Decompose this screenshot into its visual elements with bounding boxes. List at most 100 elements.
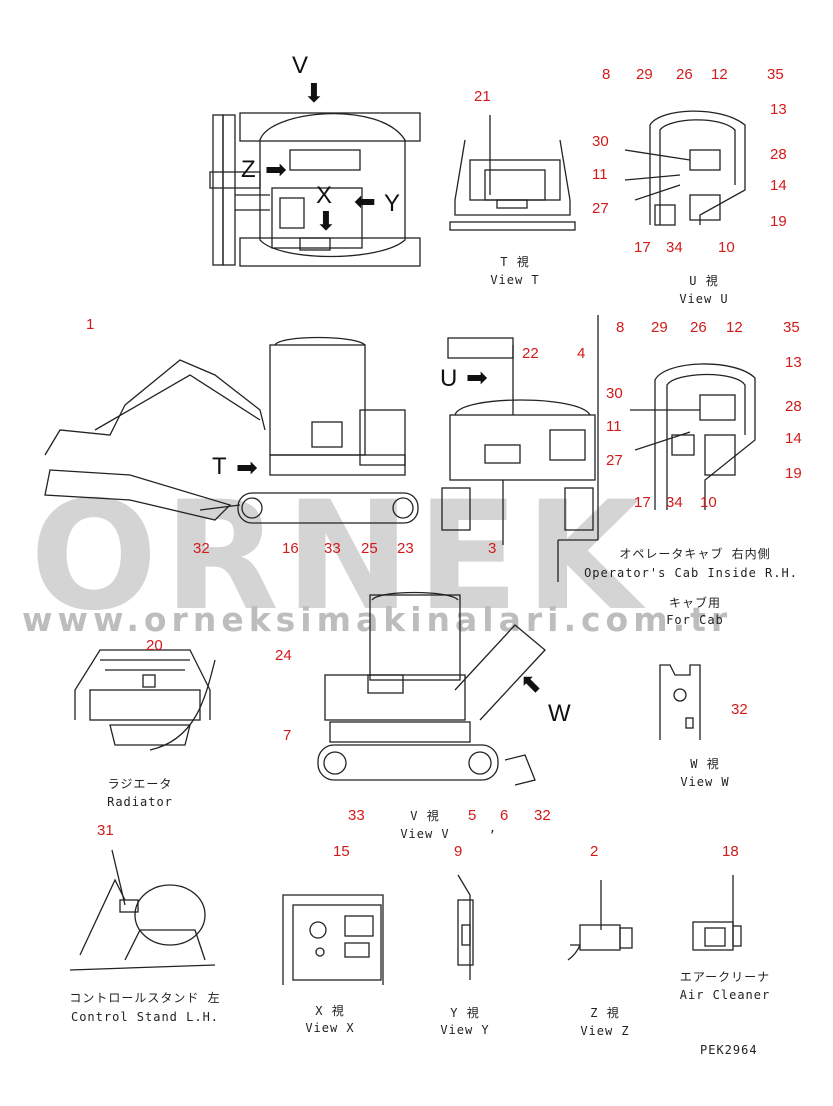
for-cab-caption-ja: キャブ用: [668, 596, 721, 610]
part-number: 2: [590, 843, 599, 860]
view-z-caption-ja: Z 視: [590, 1006, 620, 1020]
part-number: 10: [718, 239, 735, 256]
arrow-left-icon: ⬅: [354, 186, 376, 216]
view-letter-z: Z: [241, 156, 256, 183]
part-number: 31: [97, 822, 114, 839]
part-number: 8: [616, 319, 625, 336]
part-number: 21: [474, 88, 491, 105]
part-number: 32: [731, 701, 748, 718]
view-letter-v: V: [292, 52, 309, 79]
air-cleaner-drawing: [692, 875, 742, 951]
part-number: 32: [193, 540, 210, 557]
view-w-caption-ja: W 視: [690, 757, 720, 771]
part-number: 19: [785, 465, 802, 482]
part-number: 27: [606, 452, 623, 469]
view-y-drawing: [457, 874, 474, 980]
control-stand-drawing: [69, 849, 216, 971]
radiator-drawing: [74, 649, 216, 751]
view-letter-t: T: [212, 453, 227, 480]
part-number: 27: [592, 200, 609, 217]
arrow-right-icon: ➡: [466, 362, 488, 392]
part-number: 4: [577, 345, 586, 362]
view-letter-x: X: [316, 182, 333, 209]
view-t-caption-ja: T 視: [500, 255, 530, 269]
part-number: 28: [770, 146, 787, 163]
arrow-down-icon: ⬇: [303, 78, 325, 108]
part-number: 34: [666, 239, 683, 256]
part-number: 5: [468, 807, 477, 824]
part-number: 12: [726, 319, 743, 336]
view-letter-w: W: [548, 700, 571, 727]
part-number: 35: [767, 66, 784, 83]
arrow-right-icon: ➡: [236, 452, 258, 482]
part-number: 34: [666, 494, 683, 511]
arrow-right-icon: ➡: [265, 154, 287, 184]
view-x-caption-ja: X 視: [315, 1004, 345, 1018]
part-number: 11: [606, 418, 622, 435]
part-number: 20: [146, 637, 163, 654]
part-number: 28: [785, 398, 802, 415]
part-number: 33: [324, 540, 341, 557]
part-number: 11: [592, 166, 608, 183]
part-number: 8: [602, 66, 611, 83]
part-number: 17: [634, 494, 651, 511]
part-number: 1: [86, 316, 95, 333]
part-number: 29: [636, 66, 653, 83]
part-number: 30: [606, 385, 623, 402]
radiator-caption-en: Radiator: [107, 795, 173, 809]
part-number: 22: [522, 345, 539, 362]
view-v-caption-en: View V: [400, 827, 450, 841]
operator-cab-caption-ja: オペレータキャブ 右内側: [619, 547, 771, 561]
view-z-caption-en: View Z: [580, 1024, 630, 1038]
part-number: 19: [770, 213, 787, 230]
part-number: 24: [275, 647, 292, 664]
air-cleaner-caption-ja: エアークリーナ: [679, 970, 771, 984]
part-number: 33: [348, 807, 365, 824]
view-t-caption-en: View T: [490, 273, 540, 287]
part-number: 26: [676, 66, 693, 83]
part-number: 3: [488, 540, 497, 557]
arrow-down-icon: ⬇: [315, 206, 337, 236]
part-number: 35: [783, 319, 800, 336]
view-u-drawing: [624, 110, 746, 226]
part-number: 9: [454, 843, 463, 860]
part-number: 29: [651, 319, 668, 336]
view-z-drawing: [567, 880, 633, 961]
part-number: 14: [785, 430, 802, 447]
part-number: 18: [722, 843, 739, 860]
view-x-caption-en: View X: [305, 1021, 355, 1035]
for-cab-caption-en: For Cab: [666, 613, 724, 627]
watermark-url: www.orneksimakinalari.com.tr: [22, 600, 733, 639]
control-stand-caption-en: Control Stand L.H.: [70, 1010, 220, 1024]
plan-view-drawing: [209, 112, 421, 267]
comma-mark: ,: [488, 821, 498, 835]
part-number: 25: [361, 540, 378, 557]
drawing-code: PEK2964: [700, 1043, 758, 1057]
watermark-brand: ORNEK: [30, 470, 648, 644]
part-number: 10: [700, 494, 717, 511]
part-number: 7: [283, 727, 292, 744]
part-number: 6: [500, 807, 509, 824]
part-number: 16: [282, 540, 299, 557]
control-stand-caption-ja: コントロールスタンド 左: [69, 991, 221, 1005]
operator-cab-caption-en: Operator's Cab Inside R.H.: [584, 566, 798, 580]
view-y-caption-en: View Y: [440, 1023, 490, 1037]
part-number: 13: [770, 101, 787, 118]
part-number: 15: [333, 843, 350, 860]
view-u-caption-ja: U 視: [689, 274, 719, 288]
view-u-caption-en: View U: [679, 292, 729, 306]
view-v-drawing: [317, 591, 546, 786]
radiator-caption-ja: ラジエータ: [107, 777, 173, 791]
side-view-drawing: [44, 336, 419, 524]
view-letter-y: Y: [384, 190, 401, 217]
part-number: 32: [534, 807, 551, 824]
view-w-caption-en: View W: [680, 775, 730, 789]
part-number: 30: [592, 133, 609, 150]
part-number: 12: [711, 66, 728, 83]
arrow-up-left-icon: ⬉: [520, 668, 542, 698]
part-number: 23: [397, 540, 414, 557]
part-number: 14: [770, 177, 787, 194]
view-letter-u: U: [440, 365, 458, 392]
view-y-caption-ja: Y 視: [450, 1006, 480, 1020]
